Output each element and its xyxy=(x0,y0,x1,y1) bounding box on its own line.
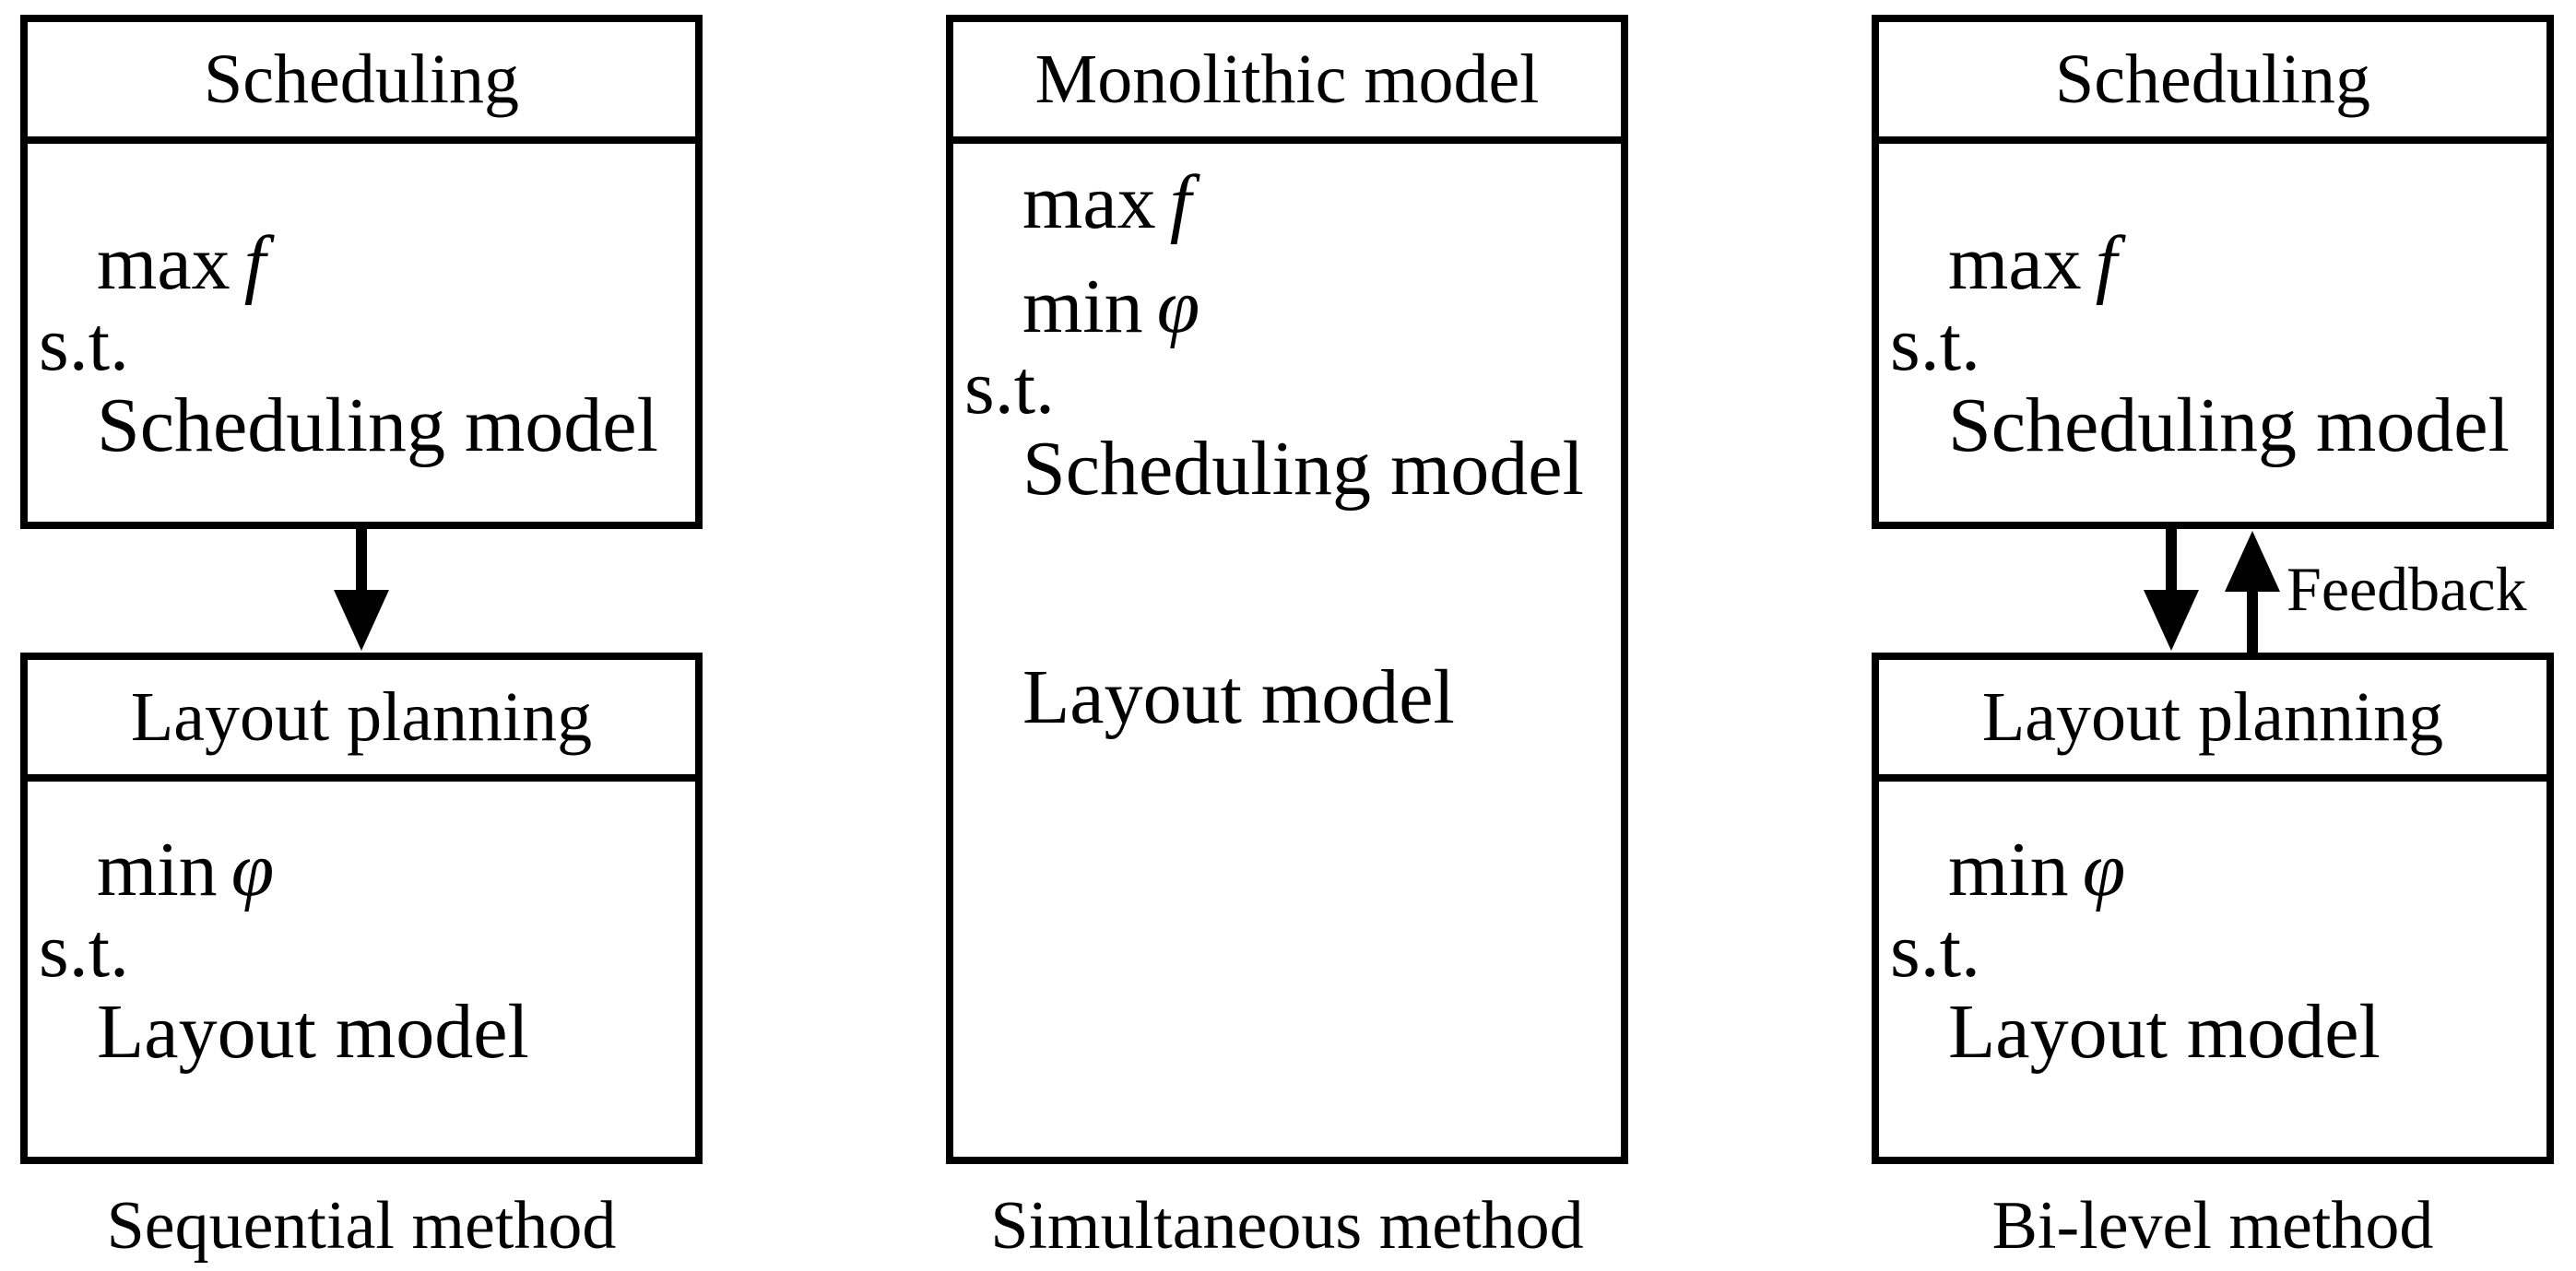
layout-model-line: Layout model xyxy=(1948,989,2381,1075)
down-arrow-icon xyxy=(2144,590,2199,651)
objective-variable: φ xyxy=(2082,827,2126,912)
scheduling-model-line: Scheduling model xyxy=(1948,382,2510,468)
objective-variable: f xyxy=(2095,220,2118,306)
objective-variable: φ xyxy=(230,827,275,912)
method-caption: Simultaneous method xyxy=(990,1188,1584,1264)
st-line: s.t. xyxy=(39,908,130,994)
scheduling-model-line: Scheduling model xyxy=(97,382,658,468)
layout-model-line: Layout model xyxy=(97,989,529,1075)
box-header: Layout planning xyxy=(28,660,695,782)
st-line: s.t. xyxy=(1890,908,1981,994)
method-caption: Sequential method xyxy=(106,1188,617,1264)
method-caption: Bi-level method xyxy=(1991,1188,2434,1264)
objective-variable: φ xyxy=(1156,264,1200,349)
st-line: s.t. xyxy=(39,301,130,387)
st-line: s.t. xyxy=(1890,301,1981,387)
up-arrow-icon xyxy=(2225,531,2280,592)
down-arrow-icon xyxy=(334,590,389,651)
up-arrow-icon xyxy=(2247,588,2258,656)
objective-variable: f xyxy=(1169,159,1192,245)
box-header: Scheduling xyxy=(28,22,695,144)
down-arrow-icon xyxy=(356,529,367,594)
layout-model-line: Layout model xyxy=(1022,654,1455,740)
box-header: Layout planning xyxy=(1879,660,2546,782)
box-header: Monolithic model xyxy=(953,22,1621,144)
scheduling-model-line: Scheduling model xyxy=(1022,426,1584,512)
down-arrow-icon xyxy=(2166,529,2177,594)
objective-variable: f xyxy=(243,220,266,306)
feedback-label: Feedback xyxy=(2286,554,2527,624)
st-line: s.t. xyxy=(964,345,1056,430)
box-header: Scheduling xyxy=(1879,22,2546,144)
